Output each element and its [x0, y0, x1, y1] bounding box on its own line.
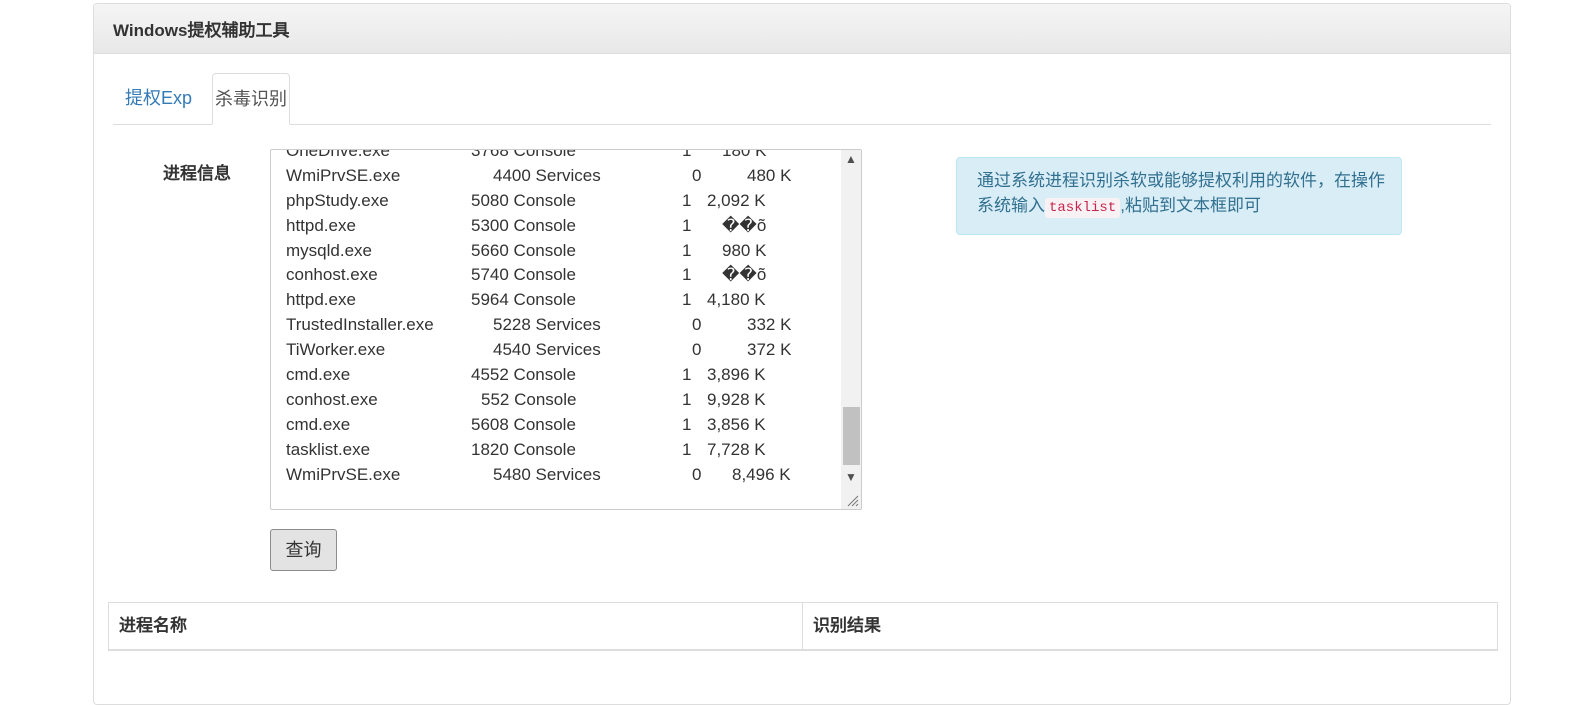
process-session-num: 0 [692, 340, 702, 360]
process-session-num: 1 [682, 190, 692, 210]
process-info-textarea[interactable]: OneDrive.exe 3768 Console 1 180 K WmiPrvSE.e… [270, 149, 862, 510]
process-session-num: 1 [682, 215, 692, 235]
process-mem-usage: 480 K [747, 165, 792, 185]
process-row: httpd.exe 5964 Console 1 4,180 K [286, 290, 841, 315]
process-session-num: 1 [682, 365, 692, 385]
process-pid-session: 5480 Services [493, 464, 601, 484]
process-row: conhost.exe 5740 Console 1 ��õ [286, 265, 841, 290]
process-mem-usage: 3,856 K [707, 414, 766, 434]
process-pid-session: 5964 Console [471, 290, 576, 310]
process-pid-session: 5740 Console [471, 265, 576, 285]
process-pid-session: 5608 Console [471, 414, 576, 434]
process-mem-usage: 7,728 K [707, 439, 766, 459]
process-pid-session: 4400 Services [493, 165, 601, 185]
process-mem-usage: 8,496 K [732, 464, 791, 484]
process-row: cmd.exe 4552 Console 1 3,896 K [286, 365, 841, 390]
process-name: TiWorker.exe [286, 340, 386, 360]
process-row: httpd.exe 5300 Console 1 ��õ [286, 216, 841, 241]
tab-privilege-exp[interactable]: 提权Exp [125, 88, 193, 108]
process-mem-usage: 332 K [747, 315, 792, 335]
process-name: tasklist.exe [286, 439, 371, 459]
process-mem-usage: ��õ [722, 215, 767, 235]
process-pid-session: 4540 Services [493, 340, 601, 360]
process-row: TiWorker.exe 4540 Services 0 372 K [286, 340, 841, 365]
process-name: mysqld.exe [286, 240, 372, 260]
process-name: cmd.exe [286, 365, 351, 385]
process-row: TrustedInstaller.exe 5228 Services 0 332 K [286, 315, 841, 340]
column-header-process-name: 进程名称 [109, 603, 803, 649]
tab-antivirus-detect[interactable]: 杀毒识别 [212, 73, 290, 125]
scroll-up-arrow-icon[interactable]: ▲ [845, 152, 857, 166]
process-pid-session: 3768 Console [471, 149, 576, 160]
process-name: httpd.exe [286, 290, 356, 310]
process-session-num: 0 [692, 464, 702, 484]
process-row: OneDrive.exe 3768 Console 1 180 K [286, 149, 841, 166]
process-name: conhost.exe [286, 389, 378, 409]
process-mem-usage: ��õ [722, 265, 767, 285]
textarea-content[interactable]: OneDrive.exe 3768 Console 1 180 K WmiPrvSE.e… [286, 149, 841, 490]
process-session-num: 1 [682, 389, 692, 409]
vertical-scrollbar[interactable]: ▲ ▼ [841, 150, 861, 509]
process-row: cmd.exe 5608 Console 1 3,856 K [286, 415, 841, 440]
process-name: cmd.exe [286, 414, 351, 434]
process-session-num: 1 [682, 439, 692, 459]
process-mem-usage: 3,896 K [707, 365, 766, 385]
result-table: 进程名称 识别结果 [108, 602, 1498, 651]
process-pid-session: 5080 Console [471, 190, 576, 210]
tab-bar: 提权Exp 杀毒识别 [113, 73, 1491, 125]
process-mem-usage: 9,928 K [707, 389, 766, 409]
process-pid-session: 552 Console [481, 389, 577, 409]
process-session-num: 1 [682, 414, 692, 434]
query-button[interactable]: 查询 [270, 529, 337, 571]
process-session-num: 1 [682, 265, 692, 285]
process-session-num: 0 [692, 315, 702, 335]
tasklist-code: tasklist [1045, 198, 1121, 218]
process-row: conhost.exe 552 Console 1 9,928 K [286, 390, 841, 415]
process-pid-session: 5300 Console [471, 215, 576, 235]
process-row: tasklist.exe 1820 Console 1 7,728 K [286, 440, 841, 465]
alert-text-after: ,粘贴到文本框即可 [1120, 196, 1261, 215]
process-session-num: 0 [692, 165, 702, 185]
process-info-label: 进程信息 [163, 164, 231, 183]
scrollbar-thumb[interactable] [843, 407, 860, 465]
process-mem-usage: 180 K [722, 149, 767, 160]
process-name: WmiPrvSE.exe [286, 464, 401, 484]
process-name: OneDrive.exe [286, 149, 390, 160]
process-name: WmiPrvSE.exe [286, 165, 401, 185]
process-mem-usage: 372 K [747, 340, 792, 360]
process-name: httpd.exe [286, 215, 356, 235]
process-row: phpStudy.exe 5080 Console 1 2,092 K [286, 191, 841, 216]
process-pid-session: 1820 Console [471, 439, 576, 459]
process-mem-usage: 4,180 K [707, 290, 766, 310]
column-header-detect-result: 识别结果 [813, 616, 881, 635]
tool-panel: Windows提权辅助工具 提权Exp 杀毒识别 进程信息 OneDrive.e… [93, 3, 1511, 705]
process-mem-usage: 2,092 K [707, 190, 766, 210]
process-name: conhost.exe [286, 265, 378, 285]
resize-grip-icon[interactable] [845, 493, 859, 507]
process-name: phpStudy.exe [286, 190, 389, 210]
process-session-num: 1 [682, 149, 692, 160]
process-mem-usage: 980 K [722, 240, 767, 260]
process-pid-session: 4552 Console [471, 365, 576, 385]
process-row: WmiPrvSE.exe 5480 Services 0 8,496 K [286, 465, 841, 490]
process-row: WmiPrvSE.exe 4400 Services 0 480 K [286, 166, 841, 191]
process-session-num: 1 [682, 290, 692, 310]
process-session-num: 1 [682, 240, 692, 260]
scroll-down-arrow-icon[interactable]: ▼ [845, 470, 857, 484]
process-pid-session: 5228 Services [493, 315, 601, 335]
alert-text-before: 通过系统进程识别杀软或能够提权利用的软件，在操作系统输入 [977, 171, 1385, 215]
panel-title: Windows提权辅助工具 [94, 4, 1510, 54]
process-name: TrustedInstaller.exe [286, 315, 434, 335]
process-pid-session: 5660 Console [471, 240, 576, 260]
process-row: mysqld.exe 5660 Console 1 980 K [286, 241, 841, 266]
